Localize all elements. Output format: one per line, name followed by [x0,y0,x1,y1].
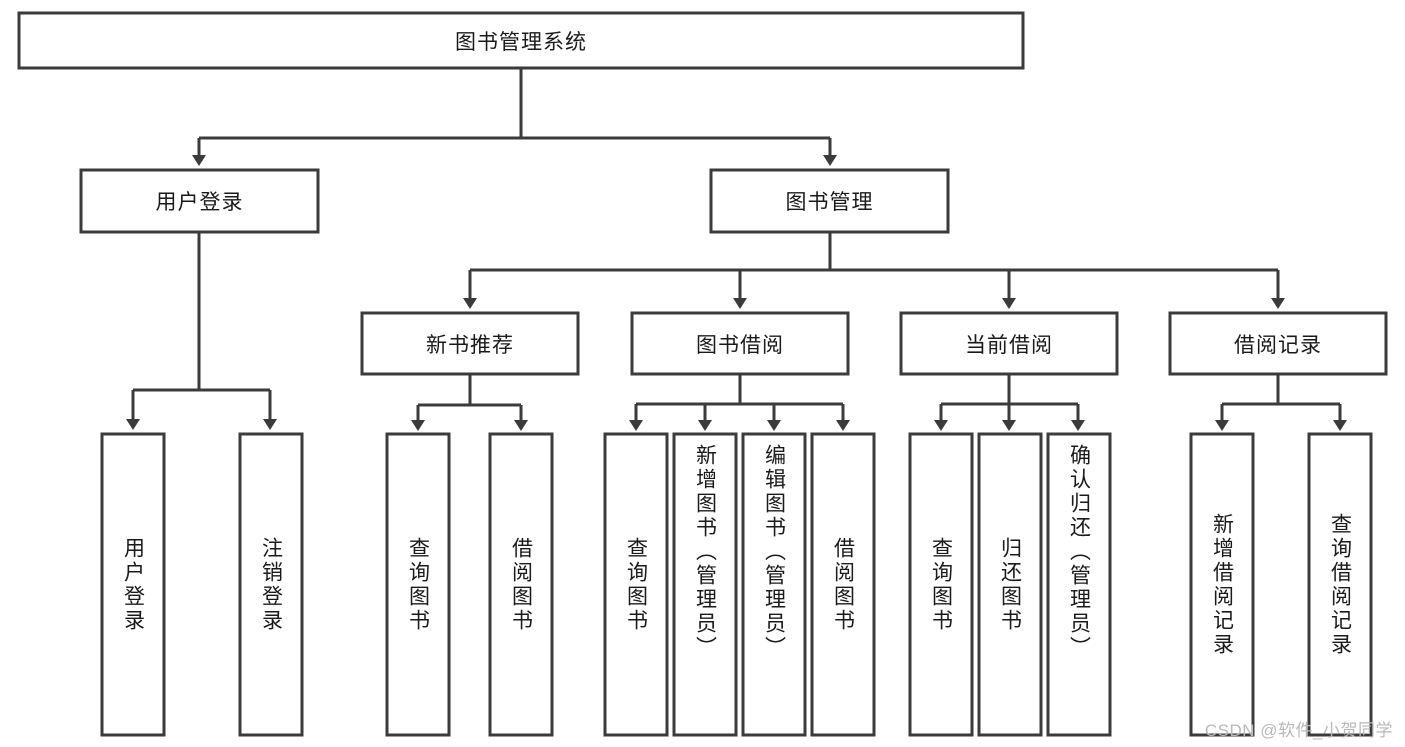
leaf-box-return-book[interactable] [977,432,1043,737]
leaf-box-query-book-2[interactable] [603,432,669,737]
leaf-box-user-login[interactable] [100,432,166,737]
leaf-box-borrow-book-2[interactable] [810,432,876,737]
node-box-current-borrow[interactable] [899,311,1119,376]
leaf-box-add-borrow-record[interactable] [1189,432,1255,737]
leaf-box-confirm-return-admin[interactable] [1046,432,1112,737]
leaf-box-add-book-admin[interactable] [672,432,738,737]
leaf-box-logout[interactable] [238,432,304,737]
leaf-box-query-book-3[interactable] [908,432,974,737]
node-box-new-book-recommend[interactable] [360,311,580,376]
node-box-book-management[interactable] [709,168,950,234]
leaf-box-query-borrow-record[interactable] [1307,432,1373,737]
node-box-book-borrow[interactable] [630,311,850,376]
leaf-box-edit-book-admin[interactable] [741,432,807,737]
box-layer [17,11,1388,737]
node-box-root[interactable] [17,11,1025,70]
connector-layer [126,68,1347,431]
node-box-borrow-records[interactable] [1168,311,1388,376]
leaf-box-query-book-1[interactable] [385,432,451,737]
node-box-user-login[interactable] [79,168,320,234]
leaf-box-borrow-book-1[interactable] [488,432,554,737]
